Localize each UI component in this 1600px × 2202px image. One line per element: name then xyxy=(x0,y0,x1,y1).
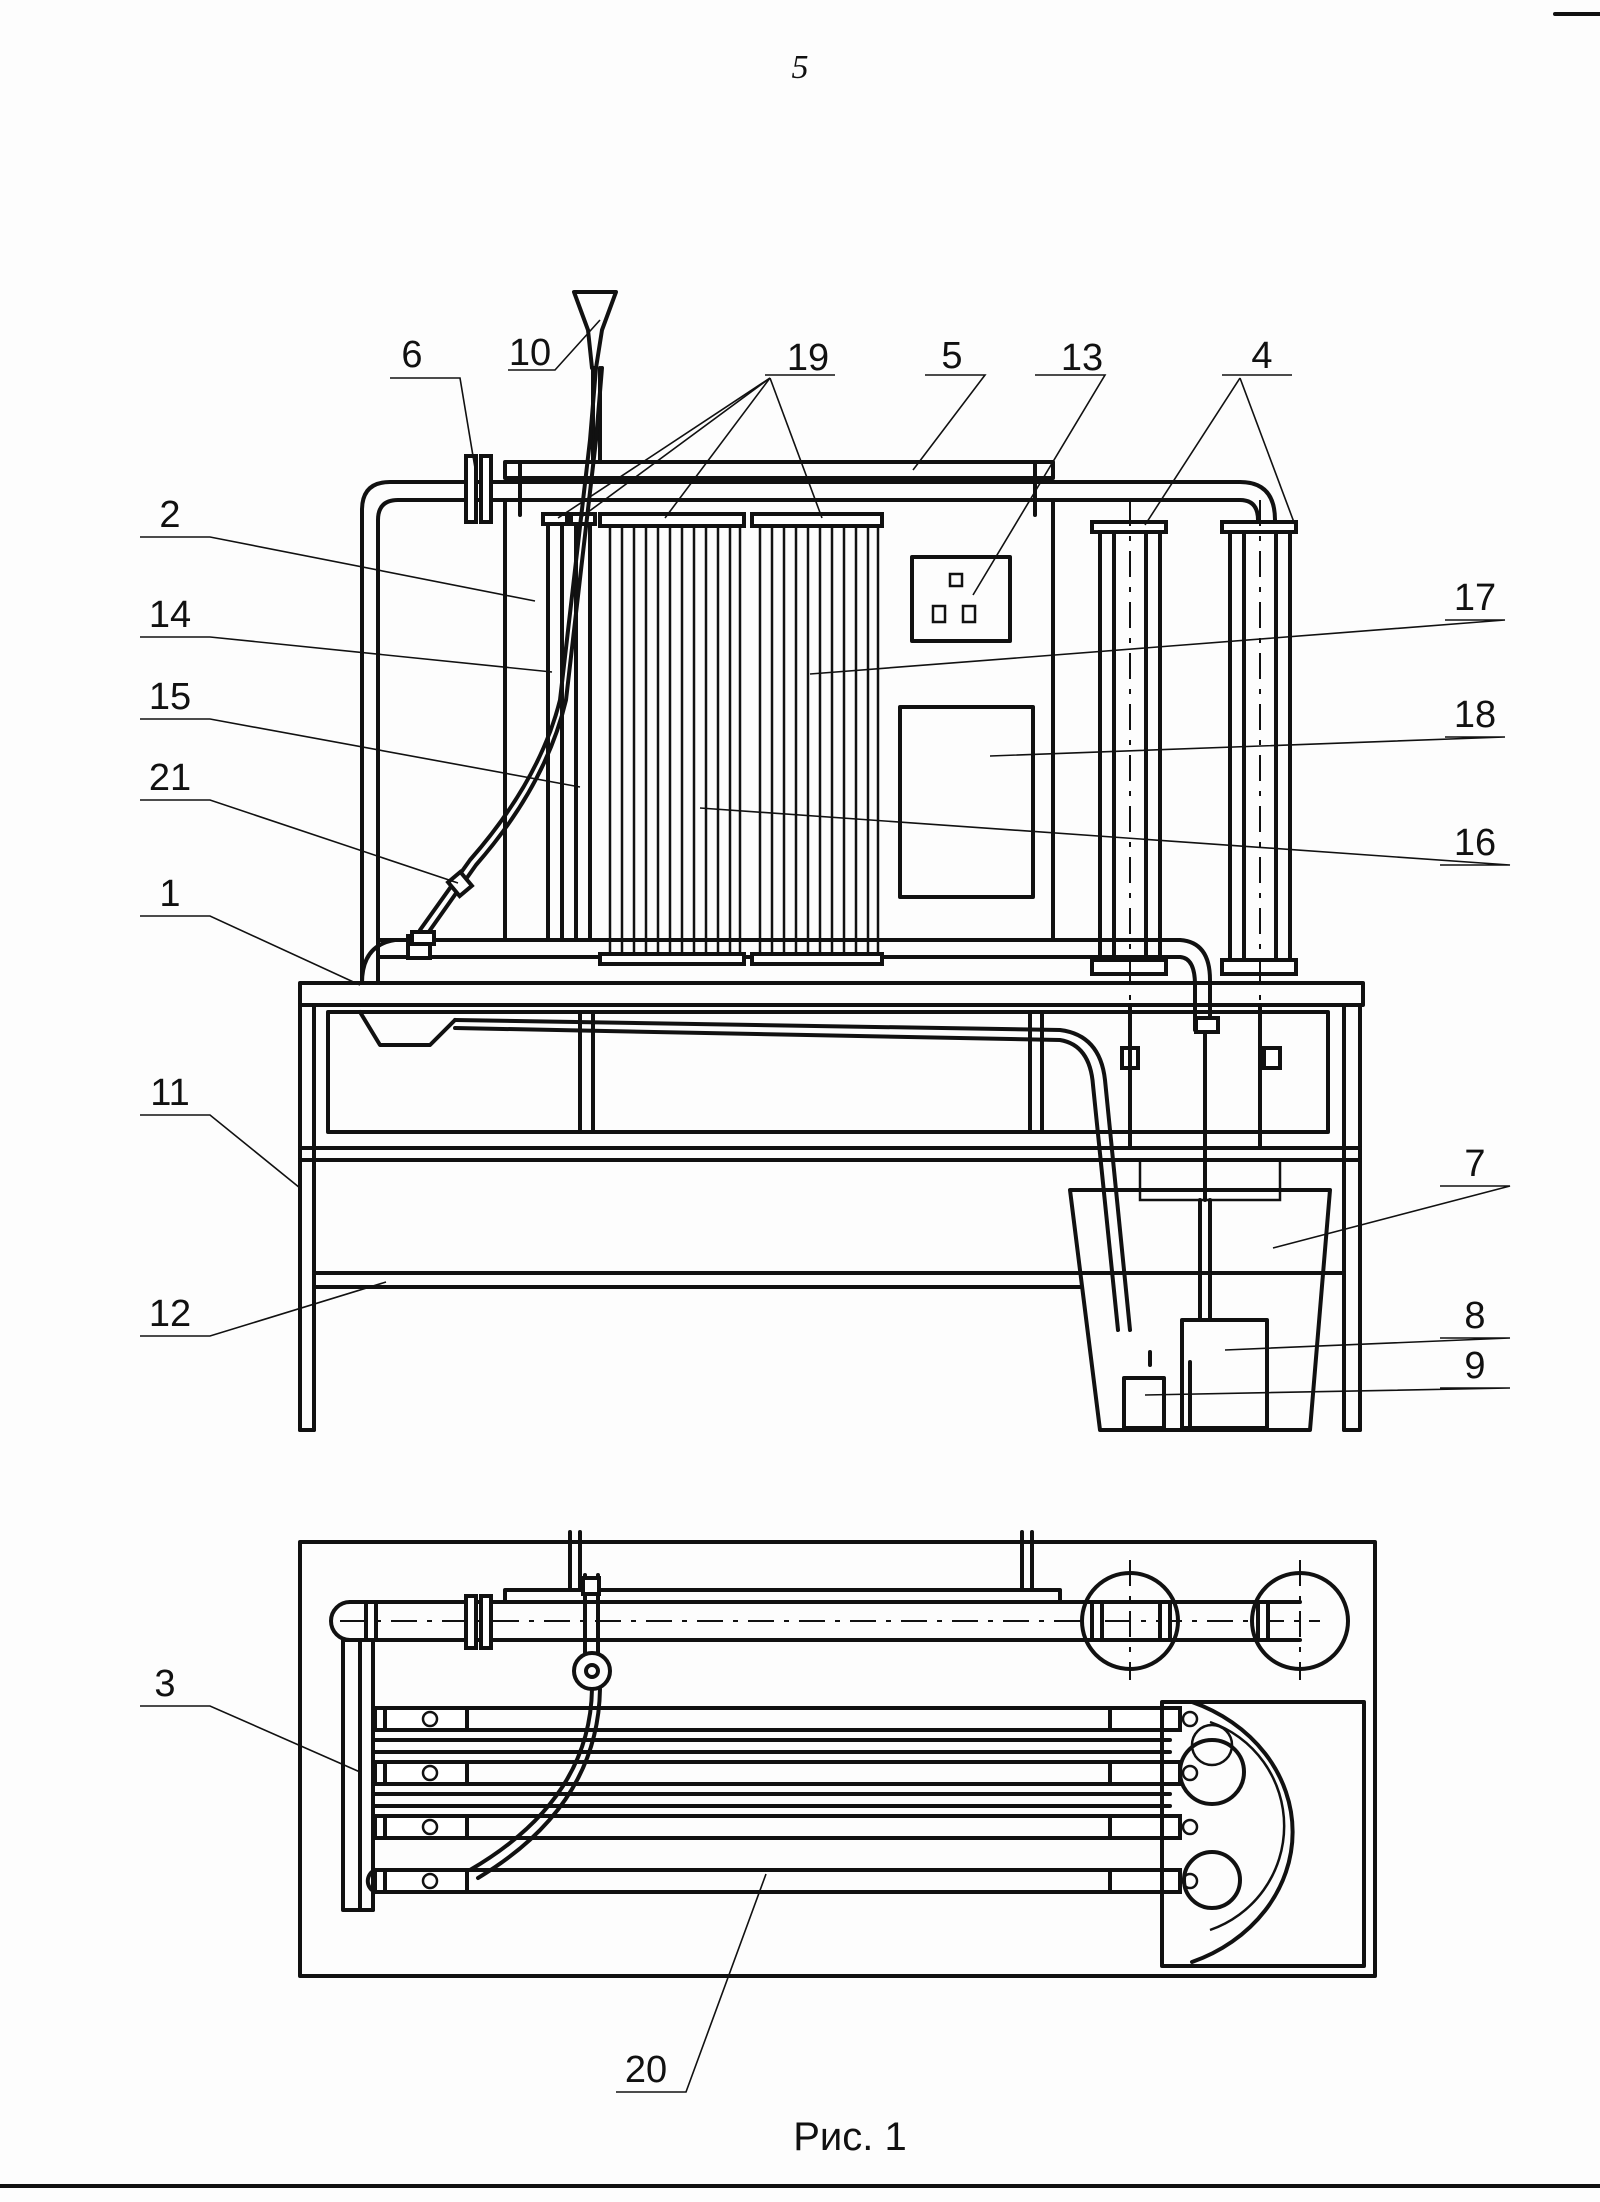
sensor-9 xyxy=(1122,1376,1166,1430)
column-4-left xyxy=(1090,500,1168,1000)
label-16: 16 xyxy=(1454,822,1496,864)
plan-tube-1 xyxy=(373,1706,1199,1732)
label-10: 10 xyxy=(509,332,551,374)
top-plate-5 xyxy=(503,460,1055,480)
label-15: 15 xyxy=(149,676,191,718)
header-elbow-inner xyxy=(1238,498,1260,522)
header-elbow xyxy=(1238,480,1277,522)
label-4: 4 xyxy=(1251,335,1272,377)
pipe-band xyxy=(1158,1600,1172,1642)
manifold-3-inner xyxy=(358,1638,375,1912)
pipe-band xyxy=(364,1600,378,1642)
under-top-box xyxy=(326,1010,1330,1134)
label-7: 7 xyxy=(1464,1143,1485,1185)
tank-arc-outer xyxy=(1190,1700,1295,1964)
pump-circle-small xyxy=(1190,1723,1234,1767)
label-17: 17 xyxy=(1454,577,1496,619)
label-2: 2 xyxy=(159,494,180,536)
figure-caption: Рис. 1 xyxy=(793,2115,907,2159)
table-top-1 xyxy=(298,981,1365,1007)
collector-elbow xyxy=(360,938,397,985)
tube-cap xyxy=(541,512,569,526)
page-number: 5 xyxy=(792,49,809,86)
plan-tube-2 xyxy=(373,1760,1199,1786)
label-8: 8 xyxy=(1464,1295,1485,1337)
indicator-light[interactable] xyxy=(948,572,964,588)
label-21: 21 xyxy=(149,757,191,799)
funnel-plan-inner xyxy=(584,1663,600,1679)
pump-circle xyxy=(1178,1738,1246,1806)
label-6: 6 xyxy=(401,334,422,376)
funnel-10 xyxy=(572,290,618,370)
plan-hose xyxy=(468,1687,594,1872)
header-to-column xyxy=(1256,518,1277,524)
tube-bundle-17 xyxy=(758,526,880,954)
tank-7 xyxy=(1068,1188,1332,1432)
tube-end xyxy=(365,1868,377,1894)
hose-line xyxy=(418,366,598,932)
drain-funnel xyxy=(358,1010,457,1047)
tank-arc-inner xyxy=(1209,1720,1286,1932)
part-labels: 6 10 19 5 13 4 2 14 15 21 1 11 12 17 18 … xyxy=(149,332,1496,2091)
drain-pipe-inner xyxy=(453,1026,1120,1332)
plan-tube-4-20 xyxy=(373,1868,1199,1894)
flange-plan-b xyxy=(479,1594,493,1650)
panel-2 xyxy=(503,498,1055,942)
valve-col-right[interactable] xyxy=(1262,1046,1282,1070)
display-panel-18 xyxy=(898,705,1035,899)
collector-elbow-right-inner xyxy=(1178,955,1197,1032)
clamp-21 xyxy=(445,869,475,899)
collector-elbow-right xyxy=(1178,938,1212,1032)
switch-right[interactable] xyxy=(961,604,977,624)
tank-plan xyxy=(1160,1700,1366,1968)
flange-plan-a xyxy=(464,1594,478,1650)
bundle-17-cap-top xyxy=(750,512,884,528)
pipe-band xyxy=(1090,1600,1104,1642)
back-pipe-outer xyxy=(360,480,502,985)
column-4-right xyxy=(1220,500,1298,1000)
label-20: 20 xyxy=(625,2049,667,2091)
label-18: 18 xyxy=(1454,694,1496,736)
sensor-circle xyxy=(1182,1850,1242,1910)
funnel-top-plan xyxy=(581,1576,601,1596)
drain-pipe xyxy=(453,1018,1132,1332)
hose-fitting xyxy=(410,930,436,946)
plan-outline xyxy=(298,1540,1377,1978)
switch-left[interactable] xyxy=(931,604,947,624)
tank-lid xyxy=(1138,1158,1282,1202)
label-11: 11 xyxy=(150,1072,189,1114)
plan-hose-2 xyxy=(476,1687,602,1880)
label-9: 9 xyxy=(1464,1345,1485,1387)
back-pipe-inner xyxy=(376,498,502,985)
label-5: 5 xyxy=(941,335,962,377)
flange-6a xyxy=(464,454,478,524)
hose-line-2 xyxy=(426,366,604,935)
leader-lines xyxy=(140,319,1511,2093)
funnel-plan xyxy=(572,1651,612,1691)
label-3: 3 xyxy=(154,1663,175,1705)
label-1: 1 xyxy=(159,873,180,915)
front-view xyxy=(298,290,1365,1432)
bundle-17-cap-bottom xyxy=(750,952,884,966)
pipe-band xyxy=(1256,1600,1270,1642)
pump-8 xyxy=(1180,1318,1269,1430)
label-19: 19 xyxy=(787,337,829,379)
tube-bundle-16 xyxy=(608,526,742,954)
plan-view xyxy=(298,1530,1377,1978)
label-13: 13 xyxy=(1061,337,1103,379)
bundle-16-cap-bottom xyxy=(598,952,746,966)
valve-small xyxy=(1194,1016,1220,1034)
label-12: 12 xyxy=(149,1293,191,1335)
bundle-16-cap-top xyxy=(598,512,746,528)
control-box-13 xyxy=(910,555,1012,643)
flange-6b xyxy=(479,454,493,524)
plan-tube-3 xyxy=(373,1814,1199,1840)
label-14: 14 xyxy=(149,594,191,636)
